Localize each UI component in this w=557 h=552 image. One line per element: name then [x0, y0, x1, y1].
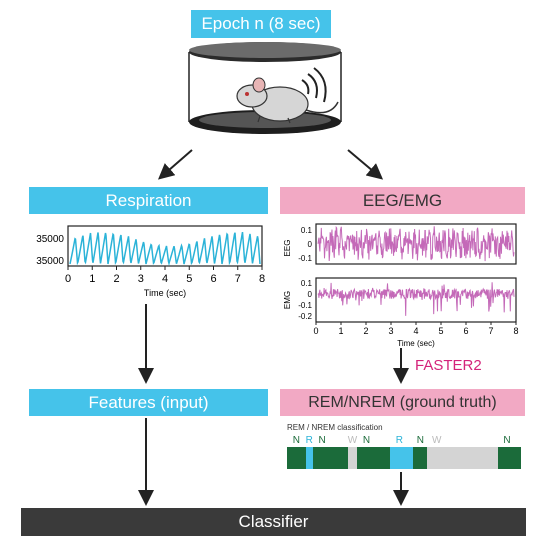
- classification-segment: [497, 447, 521, 469]
- classification-stage-label: N: [416, 435, 424, 446]
- resp-xtick-label: 6: [210, 273, 216, 285]
- classification-segment: [347, 447, 358, 469]
- features-title: Features (input): [88, 392, 209, 412]
- classification-title: REM / NREM classification: [287, 423, 383, 432]
- respiration-box: Respiration: [29, 187, 268, 214]
- resp-xtick-label: 8: [259, 273, 265, 285]
- classification-stage-label: W: [432, 435, 442, 446]
- ground-truth-title: REM/NREM (ground truth): [308, 393, 497, 411]
- eeg-xtick-label: 4: [413, 326, 418, 336]
- eeg-emg-box: EEG/EMG: [280, 187, 525, 214]
- classification-bar: [287, 447, 521, 469]
- eeg-xtick-label: 6: [463, 326, 468, 336]
- classification-stage-label: N: [503, 435, 511, 446]
- emg-axis-label: EMG: [283, 291, 292, 309]
- eeg-xtick-label: 0: [313, 326, 318, 336]
- ground-truth-box: REM/NREM (ground truth): [280, 389, 525, 416]
- resp-xtick-label: 3: [138, 273, 144, 285]
- eeg-xtick-label: 5: [438, 326, 443, 336]
- resp-xlabel: Time (sec): [144, 288, 186, 298]
- eeg-xtick-label: 2: [363, 326, 368, 336]
- eeg-axis-label: EEG: [283, 240, 292, 257]
- emg-ytick-2: -0.1: [298, 301, 312, 310]
- epoch-title: Epoch n (8 sec): [201, 14, 321, 33]
- resp-ytick-top: 35000: [36, 234, 64, 245]
- eeg-xtick-label: 8: [513, 326, 518, 336]
- features-box: Features (input): [29, 389, 268, 416]
- eeg-emg-title: EEG/EMG: [362, 190, 443, 210]
- resp-xtick-label: 4: [162, 273, 168, 285]
- resp-xtick-label: 1: [89, 273, 95, 285]
- classification-segment: [357, 447, 390, 469]
- resp-ytick-bottom: 35000: [36, 256, 64, 267]
- epoch-box: Epoch n (8 sec): [191, 10, 331, 38]
- resp-xtick-label: 7: [235, 273, 241, 285]
- resp-xtick-label: 0: [65, 273, 71, 285]
- classification-stage-label: N: [292, 435, 300, 446]
- classification-segment: [305, 447, 313, 469]
- eeg-xtick-label: 7: [488, 326, 493, 336]
- classification-stage-label: N: [362, 435, 371, 446]
- resp-xtick-label: 5: [186, 273, 192, 285]
- eeg-xlabel: Time (sec): [397, 339, 435, 348]
- classifier-box: Classifier: [21, 508, 526, 536]
- resp-xtick-label: 2: [113, 273, 119, 285]
- faster2-label: FASTER2: [415, 357, 482, 374]
- classification-segment: [287, 447, 306, 469]
- respiration-trace: [69, 231, 261, 266]
- mouse-cage-illustration: [188, 42, 342, 134]
- respiration-title: Respiration: [105, 190, 192, 210]
- eeg-chart: EEG 0.1 0 -0.1 EMG 0.1 0 -0.1 -0.2 0 1 2 3 4…: [283, 223, 519, 348]
- classification-segment: [312, 447, 348, 469]
- eeg-ytick-1: 0: [308, 240, 313, 249]
- classification-stage-label: R: [305, 435, 313, 446]
- eeg-ytick-0: 0.1: [301, 226, 313, 235]
- classification-segment: [427, 447, 498, 469]
- classification-segment: [413, 447, 428, 469]
- eeg-xtick-label: 3: [388, 326, 393, 336]
- classification-stage-label: R: [395, 435, 403, 446]
- emg-ytick-1: 0: [308, 290, 313, 299]
- eeg-ytick-2: -0.1: [298, 254, 312, 263]
- classifier-title: Classifier: [238, 512, 309, 531]
- eeg-trace: [317, 225, 515, 262]
- respiration-chart: 35000 35000 0 1 2 3 4 5 6 7 8 Time (sec): [36, 225, 265, 298]
- emg-ytick-3: -0.2: [298, 312, 312, 321]
- classification-segment: [389, 447, 414, 469]
- eeg-xtick-label: 1: [338, 326, 343, 336]
- emg-trace: [317, 282, 515, 316]
- classification-stage-label: W: [347, 435, 358, 446]
- classification-stage-label: N: [318, 435, 326, 446]
- emg-ytick-0: 0.1: [301, 279, 313, 288]
